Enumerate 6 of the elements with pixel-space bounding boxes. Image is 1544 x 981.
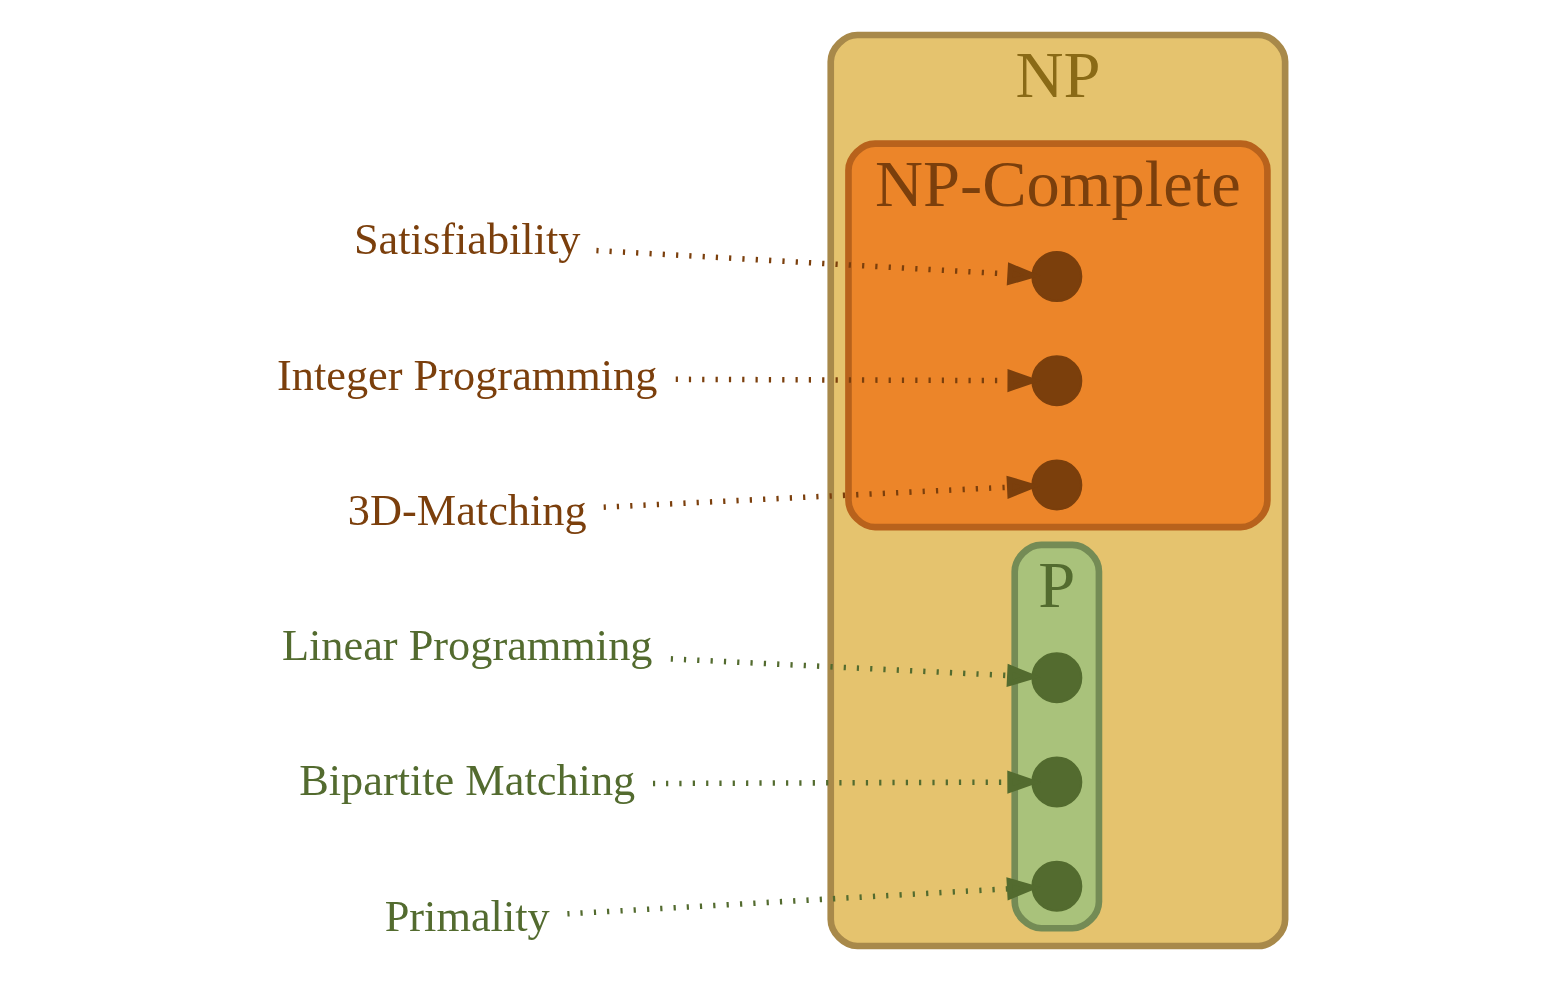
node-text: Linear Programming <box>281 620 653 671</box>
node-text: 3D-Matching <box>347 484 587 535</box>
node-text: Satisfiability <box>353 214 581 265</box>
node-text: Integer Programming <box>277 349 658 400</box>
node-text: Bipartite Matching <box>299 755 636 806</box>
node-text: Primality <box>384 890 550 941</box>
